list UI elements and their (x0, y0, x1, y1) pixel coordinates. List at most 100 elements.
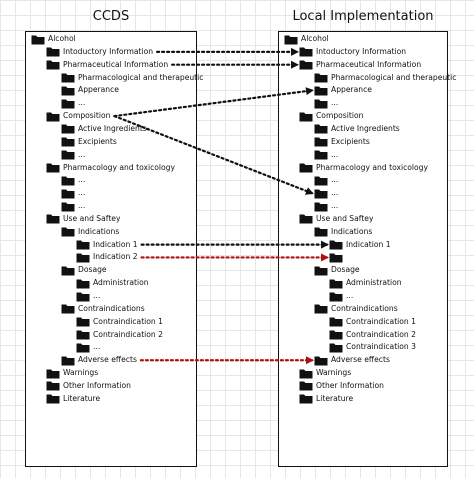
folder-icon (61, 304, 75, 314)
folder-icon (314, 176, 328, 186)
tree-node-label: Administration (346, 278, 402, 288)
right-tree-node[interactable]: Literature (299, 393, 353, 405)
right-tree-node[interactable]: Intoductory Information (299, 46, 406, 58)
tree-node-label: ... (93, 291, 101, 300)
tree-node-label: Pharmacology and toxicology (316, 162, 428, 172)
folder-icon (46, 47, 60, 57)
left-tree-node[interactable]: ... (61, 97, 85, 109)
right-tree-node[interactable]: Contraindication 3 (329, 341, 416, 353)
left-tree-node[interactable]: Warnings (46, 367, 98, 379)
left-tree-node[interactable]: Use and Saftey (46, 213, 120, 225)
right-tree-node[interactable]: Excipients (314, 136, 370, 148)
left-tree-node[interactable]: Other Information (46, 380, 131, 392)
tree-node-label: Active Ingredients (331, 123, 400, 133)
left-tree-node[interactable]: Indication 2 (76, 251, 138, 263)
folder-icon (61, 137, 75, 147)
folder-icon (46, 214, 60, 224)
left-tree-node[interactable]: Contraindications (61, 303, 145, 315)
folder-icon (46, 381, 60, 391)
tree-node-label: Literature (63, 393, 101, 403)
left-tree-node[interactable]: Literature (46, 393, 100, 405)
right-tree-node[interactable]: Alcohol (284, 33, 329, 45)
folder-icon (46, 394, 60, 404)
right-tree-node[interactable]: Administration (329, 277, 402, 289)
folder-icon (314, 266, 328, 276)
tree-node-label: Dosage (78, 265, 107, 275)
folder-icon (314, 227, 328, 237)
left-tree-node[interactable]: Indication 1 (76, 239, 138, 251)
left-tree-node[interactable]: Pharmacology and toxicology (46, 162, 175, 174)
folder-icon (61, 124, 75, 134)
right-tree-node[interactable]: ... (314, 97, 338, 109)
folder-icon (329, 330, 343, 340)
right-tree-node[interactable]: Warnings (299, 367, 351, 379)
left-tree-node[interactable]: Composition (46, 110, 110, 122)
right-tree-node[interactable]: Other Information (299, 380, 384, 392)
left-tree-node[interactable]: Excipients (61, 136, 117, 148)
right-tree-node[interactable]: ... (314, 174, 338, 186)
left-tree-node[interactable]: ... (61, 149, 85, 161)
left-tree-node[interactable]: Alcohol (31, 33, 76, 45)
tree-node-label: ... (331, 149, 339, 159)
right-tree-node[interactable]: ... (314, 187, 338, 199)
right-tree-node[interactable]: Pharmacological and therapeutic (314, 72, 456, 84)
right-tree-node[interactable] (329, 251, 346, 263)
folder-icon (314, 124, 328, 134)
right-tree-node[interactable]: Contraindication 2 (329, 329, 416, 341)
tree-node-label: Indications (331, 226, 373, 236)
tree-node-label: Other Information (316, 380, 384, 390)
right-tree-node[interactable]: ... (329, 290, 353, 302)
tree-node-label: Pharmacological and therapeutic (331, 72, 457, 82)
folder-icon (314, 356, 328, 366)
left-tree-node[interactable]: Contraindication 1 (76, 316, 163, 328)
right-tree-node[interactable]: Dosage (314, 264, 360, 276)
left-tree-node[interactable]: ... (76, 290, 100, 302)
left-tree-node[interactable]: ... (61, 187, 85, 199)
tree-node-label: Contraindications (78, 303, 145, 313)
tree-node-label: Indication 1 (346, 239, 391, 249)
folder-icon (314, 189, 328, 199)
folder-icon (61, 99, 75, 109)
folder-icon (76, 292, 90, 301)
right-tree-node[interactable]: Indications (314, 226, 372, 238)
tree-node-label: Composition (63, 111, 111, 121)
folder-icon (329, 317, 343, 327)
right-tree-node[interactable]: Active Ingredients (314, 123, 400, 135)
left-tree-node[interactable]: Pharmaceutical Information (46, 59, 168, 71)
tree-node-label: Literature (316, 393, 354, 403)
right-tree-node[interactable]: Contraindication 1 (329, 316, 416, 328)
right-tree-node[interactable]: Contraindications (314, 303, 398, 315)
left-tree-node[interactable]: ... (61, 174, 85, 186)
left-tree-node[interactable]: Adverse effects (61, 354, 137, 366)
left-tree-node[interactable]: ... (76, 341, 100, 353)
left-tree-node[interactable]: Apperance (61, 84, 119, 96)
tree-node-label: Pharmaceutical Information (316, 59, 422, 69)
tree-node-label: Use and Saftey (316, 213, 374, 223)
tree-node-label: ... (78, 175, 86, 185)
left-tree-node[interactable]: Active Ingredients (61, 123, 147, 135)
folder-icon (76, 343, 90, 353)
tree-node-label: Apperance (331, 85, 372, 95)
tree-node-label: Contraindication 2 (346, 329, 416, 339)
left-tree-node[interactable]: Intoductory Information (46, 46, 153, 58)
right-tree-node[interactable]: Pharmaceutical Information (299, 59, 421, 71)
right-tree-node[interactable]: ... (314, 200, 338, 212)
left-tree-node[interactable]: Indications (61, 226, 119, 238)
left-tree-node[interactable]: Dosage (61, 264, 107, 276)
tree-node-label: Intoductory Information (316, 46, 407, 56)
right-tree-node[interactable]: Composition (299, 110, 363, 122)
left-tree-node[interactable]: Administration (76, 277, 149, 289)
right-tree-node[interactable]: Pharmacology and toxicology (299, 162, 428, 174)
left-tree-node[interactable]: ... (61, 200, 85, 212)
left-tree-node[interactable]: Pharmacological and therapeutic (61, 72, 203, 84)
right-tree-node[interactable]: Adverse effects (314, 354, 390, 366)
right-tree-node[interactable]: Indication 1 (329, 239, 391, 251)
tree-node-label: Apperance (78, 85, 119, 95)
folder-icon (314, 150, 328, 160)
left-tree-node[interactable]: Contraindication 2 (76, 329, 163, 341)
tree-node-label: Alcohol (301, 34, 329, 43)
right-tree-node[interactable]: Use and Saftey (299, 213, 373, 225)
tree-node-label: Warnings (316, 368, 352, 378)
right-tree-node[interactable]: Apperance (314, 84, 372, 96)
right-tree-node[interactable]: ... (314, 149, 338, 161)
